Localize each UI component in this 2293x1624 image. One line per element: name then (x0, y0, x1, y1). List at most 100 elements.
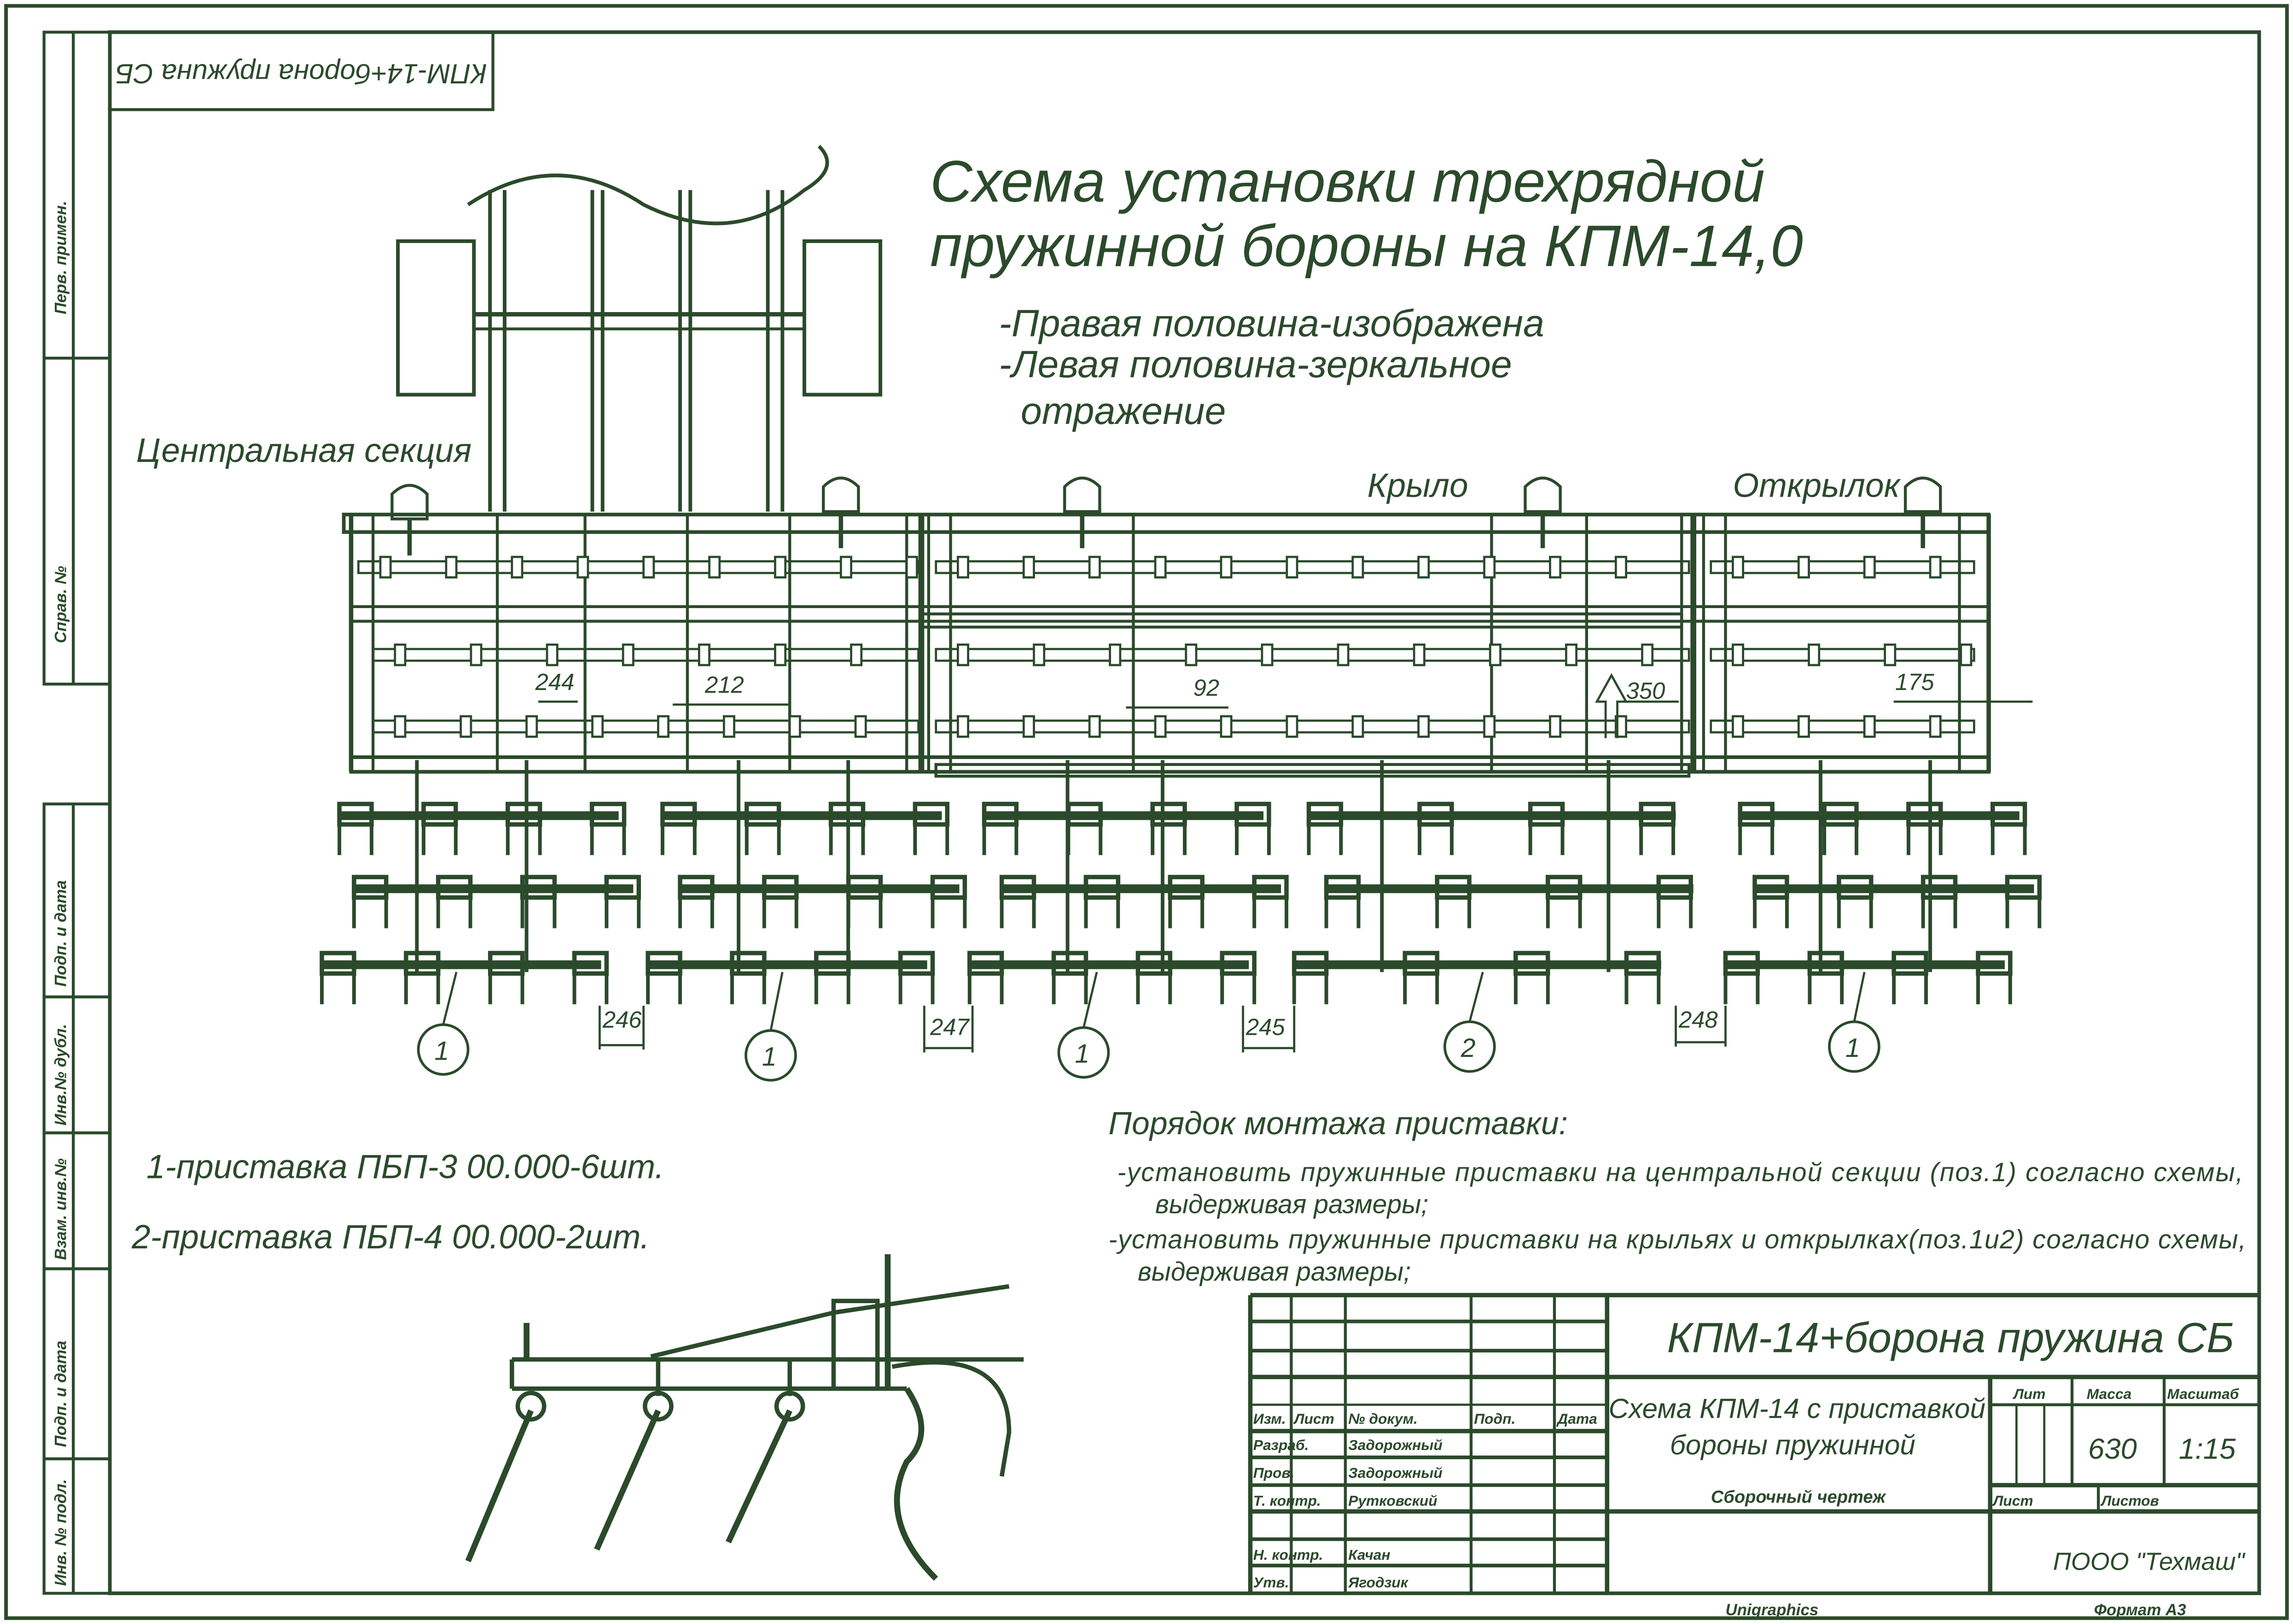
dimension-label: 245 (1245, 1014, 1286, 1040)
bar-clamp (511, 556, 524, 579)
harrow-clamp (1403, 951, 1439, 976)
side-strip: Перв. примен. Справ. № Подп. и дата Инв.… (42, 30, 111, 1595)
bar-clamp (1261, 644, 1274, 667)
bar-clamp (1960, 644, 1973, 667)
tb-software: Unigraphics (1726, 1601, 1819, 1619)
tb-doc-type: Сборочный чертеж (1711, 1487, 1886, 1507)
harrow-beam (983, 811, 1264, 820)
rotated-stamp: КПМ-14+борона пружина СБ (110, 32, 495, 111)
harrow-beam (320, 960, 601, 969)
bar-clamp (1732, 556, 1744, 579)
bar-clamp (470, 644, 483, 667)
dimension-label: 247 (930, 1014, 970, 1040)
balloon: 1 (417, 972, 470, 1076)
harrow-clamp (1723, 951, 1760, 976)
bar-clamp (774, 644, 787, 667)
harrow-clamp (999, 875, 1036, 900)
main-beam (342, 512, 1991, 534)
tractor-wheel (802, 239, 883, 397)
tb-person: Рутковский (1348, 1492, 1437, 1509)
harrow-clamp (930, 875, 967, 900)
bar-clamp (708, 556, 721, 579)
bar-clamp (850, 644, 863, 667)
harrow-clamp (1528, 801, 1565, 827)
title-line-1: Схема установки трехрядной (930, 149, 1765, 214)
wheel-support (1063, 476, 1101, 513)
harrow-clamp (1417, 801, 1454, 827)
harrow-beam (338, 811, 619, 820)
procedure-step: выдерживая размеры; (1155, 1190, 1428, 1219)
bar-clamp (1549, 556, 1562, 579)
wheel-support (822, 476, 860, 513)
tine-bar (1710, 719, 1975, 734)
tb-column-header: Лист (1293, 1410, 1334, 1427)
harrow-clamp (1083, 875, 1121, 900)
bar-clamp (1884, 644, 1897, 667)
note-2: -Левая половина-зеркальное (999, 343, 1512, 385)
harrow-clamp (814, 951, 851, 976)
bar-clamp (1863, 556, 1876, 579)
tb-scale-label: Масштаб (2167, 1386, 2240, 1402)
harrow-clamp (1545, 875, 1583, 900)
wheel-support (1524, 476, 1562, 513)
balloon: 1 (1057, 972, 1110, 1079)
harrow-clamp (572, 951, 609, 976)
tine-bar (1710, 560, 1975, 574)
svg-text:1: 1 (435, 1036, 449, 1066)
bar-clamp (1088, 715, 1101, 738)
harrow-clamp (1435, 875, 1472, 900)
harrow-clamp (1976, 951, 2013, 976)
bar-clamp (839, 556, 852, 579)
harrow-clamp (1324, 875, 1361, 900)
machine-plan-view (320, 145, 2042, 1053)
tb-person: Задорожный (1348, 1437, 1443, 1453)
side-label: Справ. № (52, 566, 70, 643)
bar-clamp (1797, 715, 1810, 738)
bar-clamp (525, 715, 538, 738)
tb-name-line-1: Схема КПМ-14 с приставкой (1608, 1392, 1985, 1424)
harrow-clamp (320, 951, 356, 976)
harrow-clamp (730, 951, 767, 976)
dimensions: 244 212 92 350 175 246 247 245 248 (535, 669, 1935, 1040)
bar-clamp (1351, 556, 1364, 579)
legend-item-2: 2-приставка ПБП-4 00.000-2шт. (131, 1218, 650, 1256)
harrow-clamp (404, 951, 441, 976)
bar-clamp (1220, 715, 1233, 738)
title-line-2: пружинной бороны на КПМ-14,0 (930, 213, 1803, 278)
bar-clamp (622, 644, 634, 667)
harrow-clamp (744, 801, 781, 827)
bar-clamp (576, 556, 589, 579)
dimension-label: 350 (1626, 678, 1665, 704)
direction-arrow (1595, 673, 1628, 738)
side-view-illustration (465, 1254, 1024, 1581)
harrow-beam (646, 960, 927, 969)
harrow-clamp (898, 951, 935, 976)
tb-role: Т. контр. (1253, 1492, 1321, 1509)
harrow-clamp (1168, 875, 1205, 900)
bar-clamp (445, 556, 458, 579)
harrow-clamp (982, 801, 1019, 827)
bar-clamp (1614, 556, 1627, 579)
tb-format: Формат А3 (2094, 1601, 2187, 1619)
label-central-section: Центральная секция (136, 432, 471, 469)
harrow-beam (1000, 884, 1281, 893)
harrow-clamp (488, 951, 525, 976)
tine-bar (372, 719, 920, 734)
harrow-beam (1292, 960, 1661, 969)
bar-clamp (1413, 644, 1426, 667)
bar-clamp (1929, 556, 1942, 579)
harrow-clamp (604, 875, 641, 900)
side-label: Взам. инв.№ (52, 1158, 70, 1260)
harrow-clamp (589, 801, 627, 827)
hydraulic-cylinder (934, 763, 1691, 778)
harrow-clamp (1906, 801, 1943, 827)
bar-clamp (379, 556, 392, 579)
harrow-beam (678, 884, 960, 893)
balloon: 1 (745, 972, 797, 1082)
harrow-beam (352, 884, 634, 893)
side-label: Подп. и дата (52, 1340, 70, 1447)
harrow-clamp (678, 875, 715, 900)
harrow-clamp (1624, 951, 1661, 976)
